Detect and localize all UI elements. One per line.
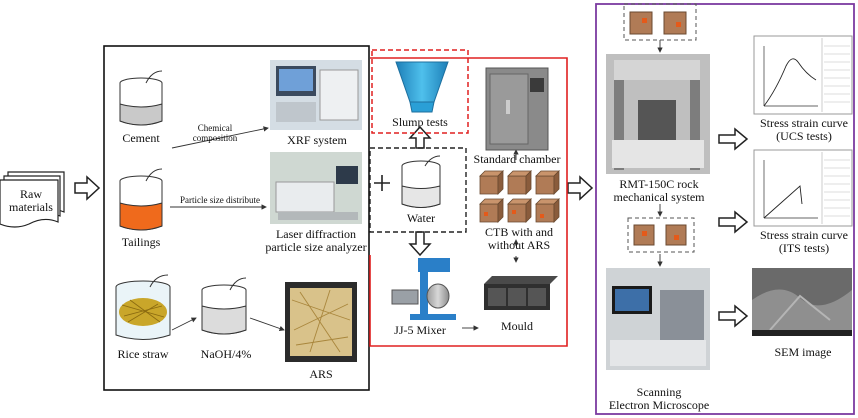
- raw-line2: materials: [9, 200, 53, 214]
- ctb-cubes-icon: [479, 170, 560, 223]
- sem-image-label: SEM image: [774, 345, 832, 359]
- naoh-label: NaOH/4%: [200, 347, 252, 361]
- samples-top-icon: [623, 3, 697, 41]
- rmt-machine-photo: [606, 54, 710, 174]
- arrow-to-testing: [567, 175, 594, 201]
- chem-line1: Chemical: [197, 123, 233, 133]
- ucs-curve-chart: [753, 35, 853, 115]
- ucs-line2: (UCS tests): [776, 129, 832, 143]
- ucs-label: Stress strain curve(UCS tests): [752, 117, 856, 143]
- arrow-water-to-slump: [408, 125, 432, 149]
- water-label: Water: [406, 211, 436, 225]
- arrow-water-to-mixer: [408, 231, 432, 257]
- cement-beaker-icon: [119, 70, 163, 126]
- materials-box: [103, 45, 370, 391]
- jj5-mixer-icon: [391, 258, 456, 320]
- raw-materials-icon: [0, 171, 65, 228]
- samples-middle-icon: [627, 217, 695, 253]
- thin-arrows: [170, 40, 663, 332]
- its-label: Stress strain curve(ITS tests): [752, 229, 856, 255]
- xrf-label: XRF system: [287, 133, 347, 147]
- ars-label: ARS: [309, 367, 333, 381]
- sem-image-photo: [752, 268, 852, 336]
- standard-chamber-icon: [485, 67, 549, 151]
- its-line2: (ITS tests): [778, 241, 830, 255]
- arrow-raw-to-materials: [74, 175, 101, 201]
- standard-chamber-label: Standard chamber: [473, 152, 561, 166]
- ctb-line1: CTB with and: [485, 225, 553, 239]
- arrow-to-its: [718, 210, 749, 234]
- slump-tests-label: Slump tests: [392, 115, 448, 129]
- xrf-system-photo: [270, 60, 362, 130]
- flow-arrows: [74, 125, 749, 328]
- mould-icon: [484, 276, 558, 310]
- rmt-line2: mechanical system: [613, 190, 705, 204]
- naoh-beaker-icon: [201, 277, 247, 335]
- chem-line2: composition: [192, 133, 238, 143]
- tailings-beaker-icon: [119, 168, 163, 231]
- ucs-line1: Stress strain curve: [760, 116, 848, 130]
- mixer-label: JJ-5 Mixer: [394, 323, 446, 337]
- rmt-line1: RMT-150C rock: [619, 177, 699, 191]
- sem-machine-photo: [606, 268, 710, 370]
- laser-line2: particle size analyzer: [265, 240, 367, 254]
- its-line1: Stress strain curve: [760, 228, 848, 242]
- tailings-label: Tailings: [121, 235, 161, 249]
- ctb-line2: without ARS: [487, 238, 551, 252]
- rice-straw-label: Rice straw: [117, 347, 169, 361]
- particle-size-label: Particle size distribute: [180, 195, 260, 205]
- laser-analyzer-photo: [270, 152, 362, 224]
- rice-straw-beaker-icon: [115, 274, 171, 340]
- mould-label: Mould: [500, 319, 533, 333]
- slump-box: [371, 49, 469, 134]
- laser-line1: Laser diffraction: [275, 227, 357, 241]
- testing-frame: [595, 3, 855, 415]
- sem-line1: Scanning: [636, 385, 682, 399]
- water-beaker-icon: [401, 155, 441, 208]
- water-box: [369, 147, 467, 233]
- arrow-to-ucs: [718, 127, 749, 151]
- sem-line2: Electron Microscope: [608, 398, 710, 412]
- plus-icon: [374, 175, 390, 191]
- ars-photo: [285, 282, 357, 362]
- its-curve-chart: [753, 149, 853, 227]
- slump-cone-icon: [395, 61, 449, 113]
- raw-line1: Raw: [20, 187, 42, 201]
- arrow-to-sem: [718, 304, 749, 328]
- cement-label: Cement: [122, 131, 160, 145]
